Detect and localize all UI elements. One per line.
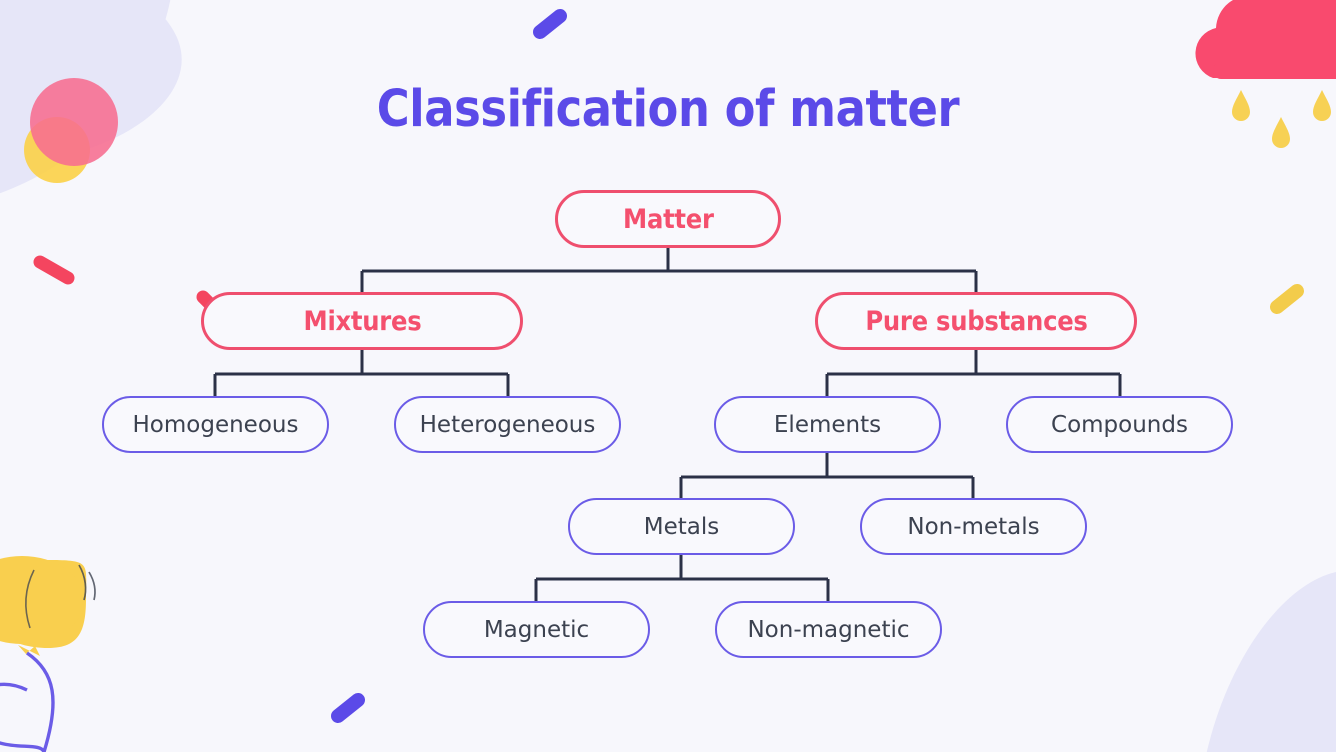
edge-metals-children [534,555,830,604]
node-matter-label: Matter [622,203,714,235]
node-homogeneous[interactable]: Homogeneous [102,396,329,453]
node-compounds-label: Compounds [1051,411,1188,438]
node-compounds[interactable]: Compounds [1006,396,1233,453]
node-mixtures[interactable]: Mixtures [201,292,523,350]
node-metals-label: Metals [643,513,720,540]
node-elements[interactable]: Elements [714,396,941,453]
node-non-metals-label: Non-metals [907,513,1040,540]
node-magnetic-label: Magnetic [483,616,590,643]
node-elements-label: Elements [773,411,882,438]
edge-mixtures-children [213,350,510,399]
node-magnetic[interactable]: Magnetic [423,601,650,658]
node-homogeneous-label: Homogeneous [132,411,299,438]
node-metals[interactable]: Metals [568,498,795,555]
edge-matter-children [360,247,978,296]
node-heterogeneous[interactable]: Heterogeneous [394,396,621,453]
node-matter[interactable]: Matter [555,190,781,248]
node-non-metals[interactable]: Non-metals [860,498,1087,555]
node-heterogeneous-label: Heterogeneous [419,411,596,438]
edge-puresubstances-children [825,350,1122,399]
node-mixtures-label: Mixtures [303,305,421,337]
edge-elements-children [679,452,975,501]
node-non-magnetic-label: Non-magnetic [747,616,910,643]
page-title: Classification of matter [376,80,960,139]
node-non-magnetic[interactable]: Non-magnetic [715,601,942,658]
node-pure-substances-label: Pure substances [864,305,1088,337]
node-pure-substances[interactable]: Pure substances [815,292,1137,350]
